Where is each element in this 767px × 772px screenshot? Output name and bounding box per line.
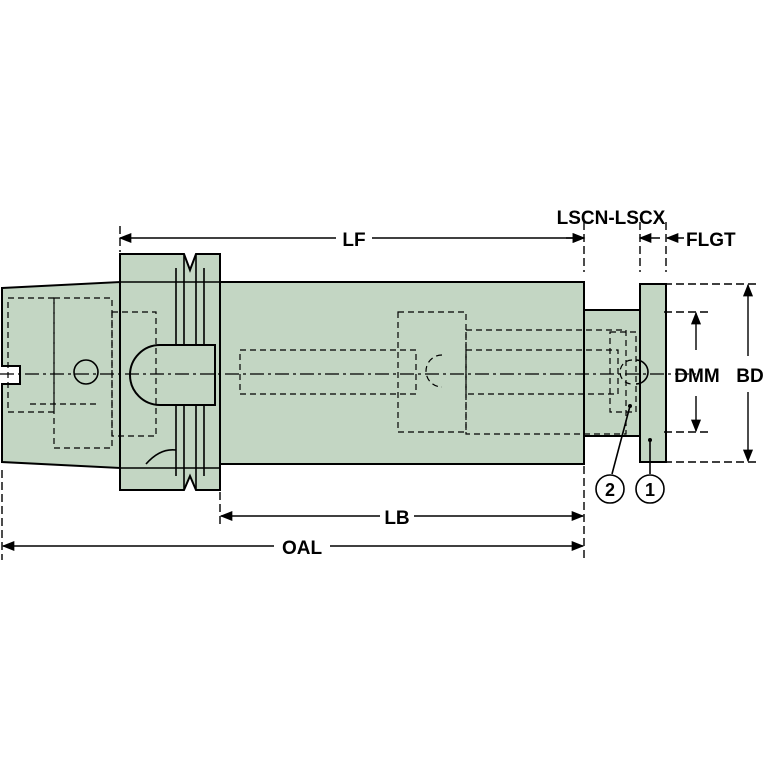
callout-2-leader bbox=[611, 405, 631, 475]
callout-1-label: 1 bbox=[645, 480, 655, 500]
flgt-label: FLGT bbox=[686, 230, 736, 251]
oal-label: OAL bbox=[282, 538, 323, 559]
taper-shank bbox=[1, 280, 121, 470]
lf-label: LF bbox=[342, 230, 365, 251]
callout-1-circle bbox=[635, 474, 665, 504]
callout-2-circle bbox=[595, 474, 625, 504]
holder-body bbox=[1, 253, 667, 491]
front-face bbox=[639, 283, 667, 463]
bd-label: BD bbox=[736, 366, 763, 387]
lscn-lscx-label: LSCN-LSCX bbox=[557, 208, 666, 229]
neck bbox=[583, 309, 641, 437]
screw-head bbox=[635, 359, 649, 385]
hidden-features bbox=[7, 297, 637, 449]
lb-label: LB bbox=[384, 508, 409, 529]
callout-2-label: 2 bbox=[605, 480, 615, 500]
dmm-label: DMM bbox=[674, 366, 719, 387]
flange-details bbox=[120, 254, 220, 490]
body-cylinder bbox=[219, 281, 585, 465]
drive-key-hole bbox=[73, 359, 99, 385]
